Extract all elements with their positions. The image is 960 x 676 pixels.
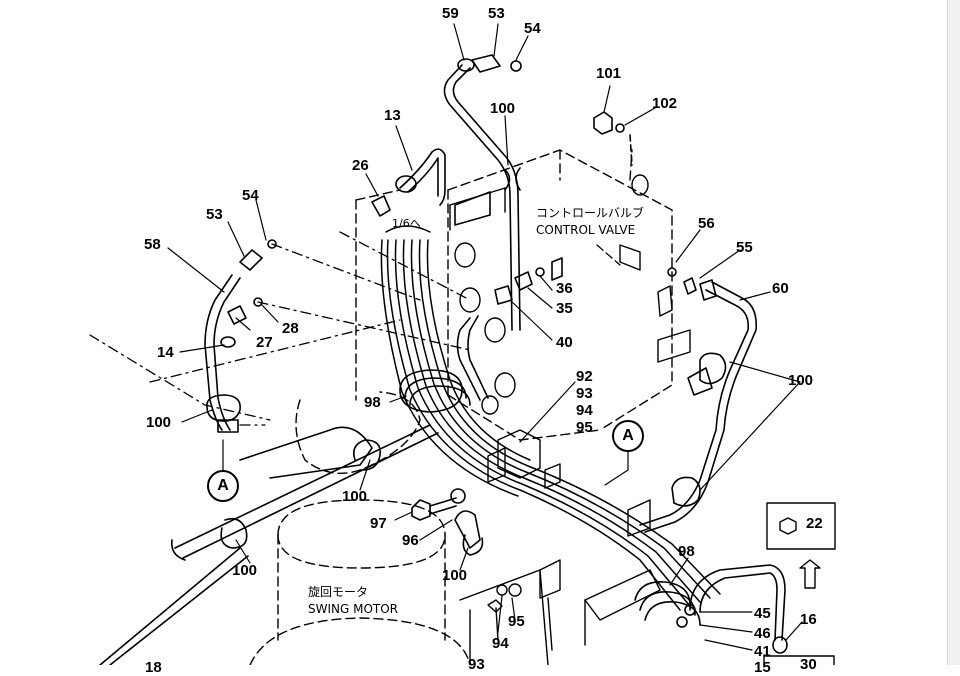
pipe-60 [639, 267, 758, 533]
long-pipes [99, 424, 439, 666]
lower-fittings [459, 559, 661, 666]
part-label-14: 14 [157, 344, 174, 361]
part-label-60: 60 [772, 280, 789, 297]
part-label-28: 28 [282, 320, 299, 337]
part-label-16: 16 [800, 611, 817, 628]
part-label-92: 92 [576, 368, 593, 385]
part-label-100: 100 [788, 372, 814, 389]
swing-motor-label-en: SWING MOTOR [308, 602, 399, 616]
part-label-100: 100 [442, 567, 468, 584]
fitting-101-102 [593, 111, 633, 166]
part-label-55: 55 [736, 239, 753, 256]
part-label-98: 98 [364, 394, 381, 411]
valve-ports [449, 174, 649, 415]
part-label-40: 40 [556, 334, 573, 351]
sheet-reference-note: 1/6へ [392, 217, 421, 230]
part-label-94: 94 [492, 635, 509, 652]
hose-bundle [380, 225, 721, 611]
part-label-101: 101 [596, 65, 622, 82]
part-label-95: 95 [576, 419, 593, 436]
part-label-97: 97 [370, 515, 387, 532]
part-label-41: 41 [754, 643, 771, 660]
leader-lines [167, 23, 803, 651]
part-label-53: 53 [206, 206, 223, 223]
part-label-18: 18 [145, 659, 162, 676]
fittings-35-36-40 [456, 257, 563, 401]
part-label-58: 58 [144, 236, 161, 253]
bracket-92-95 [487, 429, 561, 489]
part-label-36: 36 [556, 280, 573, 297]
page-edge-scrollbar[interactable] [947, 0, 960, 665]
part-label-100: 100 [490, 100, 516, 117]
ref-a-leaders [222, 439, 629, 486]
control-valve-label-en: CONTROL VALVE [536, 223, 636, 237]
part-label-94: 94 [576, 402, 593, 419]
part-label-59: 59 [442, 5, 459, 22]
part-label-27: 27 [256, 334, 273, 351]
part-label-100: 100 [146, 414, 172, 431]
control-valve-label-jp: コントロールバルブ [536, 206, 645, 220]
part-label-54: 54 [242, 187, 259, 204]
part-label-95: 95 [508, 613, 525, 630]
bracket-right [619, 244, 691, 537]
hose-clamps [399, 369, 701, 626]
part-label-46: 46 [754, 625, 771, 642]
part-label-15: 15 [754, 659, 771, 676]
part-label-98: 98 [678, 543, 695, 560]
part-label-54: 54 [524, 20, 541, 37]
part-label-53: 53 [488, 5, 505, 22]
part-label-45: 45 [754, 605, 771, 622]
leader-dashes [89, 231, 471, 426]
part-label-93: 93 [576, 385, 593, 402]
reference-marker-a: A [207, 470, 239, 502]
pipe-16 [676, 564, 788, 654]
swing-motor [249, 391, 471, 666]
part-label-102: 102 [652, 95, 678, 112]
part-label-26: 26 [352, 157, 369, 174]
reference-marker-a: A [612, 420, 644, 452]
pipe-13 [371, 148, 491, 226]
part-label-13: 13 [384, 107, 401, 124]
pipe-58-14 [204, 239, 277, 433]
swing-motor-label-jp: 旋回モータ [308, 585, 369, 599]
part-label-96: 96 [402, 532, 419, 549]
part-label-35: 35 [556, 300, 573, 317]
part-label-100: 100 [342, 488, 368, 505]
part-label-100: 100 [232, 562, 258, 579]
part-label-22: 22 [806, 515, 823, 532]
bolt-96-97 [411, 488, 484, 556]
pipe-59 [443, 54, 522, 331]
part-label-56: 56 [698, 215, 715, 232]
